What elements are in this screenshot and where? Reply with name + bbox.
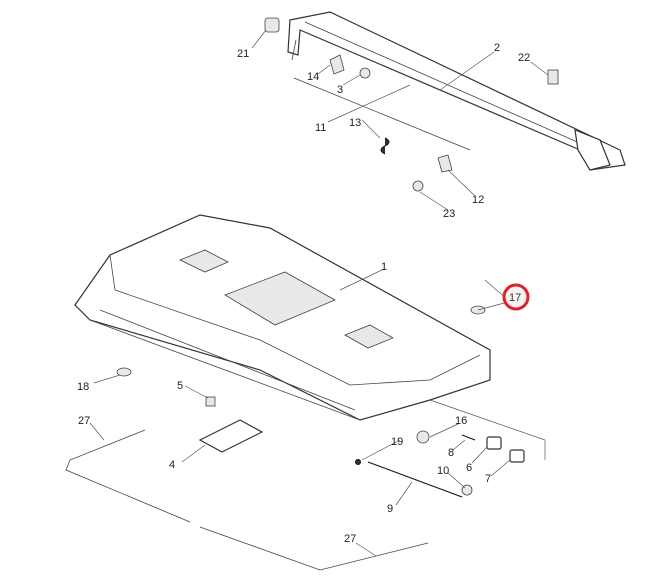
callout-18[interactable]: 18 (77, 381, 89, 393)
callout-6[interactable]: 6 (466, 462, 472, 474)
clip-14 (329, 54, 345, 75)
callout-4[interactable]: 4 (169, 459, 175, 471)
callout-27-left[interactable]: 27 (78, 415, 90, 427)
callout-11[interactable]: 11 (315, 122, 326, 134)
callout-21[interactable]: 21 (237, 48, 249, 60)
callout-19[interactable]: 19 (391, 436, 403, 448)
leader-lines (89, 29, 549, 557)
clip-22 (547, 69, 559, 85)
strip-9 (367, 461, 463, 498)
highlight-ring-17[interactable] (502, 283, 530, 311)
pad-6 (486, 436, 502, 450)
callout-10[interactable]: 10 (437, 465, 449, 477)
callout-23[interactable]: 23 (443, 208, 455, 220)
nut-16 (416, 430, 430, 444)
callout-5[interactable]: 5 (177, 380, 183, 392)
screw-23 (412, 180, 424, 192)
callout-22[interactable]: 22 (518, 52, 530, 64)
pin-8 (461, 434, 476, 441)
pad-7 (509, 449, 525, 463)
callout-17[interactable]: 17 (509, 292, 521, 304)
clip-5 (205, 396, 216, 407)
bracket-4 (198, 419, 264, 453)
callout-16[interactable]: 16 (455, 415, 467, 427)
callout-9[interactable]: 9 (387, 503, 393, 515)
callout-14[interactable]: 14 (307, 71, 319, 83)
callout-27-bottom[interactable]: 27 (344, 533, 356, 545)
clip-12 (437, 154, 453, 173)
callout-3[interactable]: 3 (337, 84, 343, 96)
callout-1[interactable]: 1 (381, 261, 387, 273)
callout-12[interactable]: 12 (472, 194, 484, 206)
screw-19 (355, 459, 361, 465)
callout-8[interactable]: 8 (448, 447, 454, 459)
callout-2[interactable]: 2 (494, 42, 500, 54)
seal-27 (65, 429, 429, 571)
main-base-part-1 (74, 214, 491, 421)
foot-18 (116, 367, 132, 377)
callout-13[interactable]: 13 (349, 117, 361, 129)
clip-21 (264, 17, 280, 33)
callout-7[interactable]: 7 (485, 473, 491, 485)
upper-rail-part-2 (287, 11, 626, 171)
spring-13 (380, 137, 390, 155)
screw-3 (359, 67, 371, 79)
rod-11 (293, 77, 471, 151)
